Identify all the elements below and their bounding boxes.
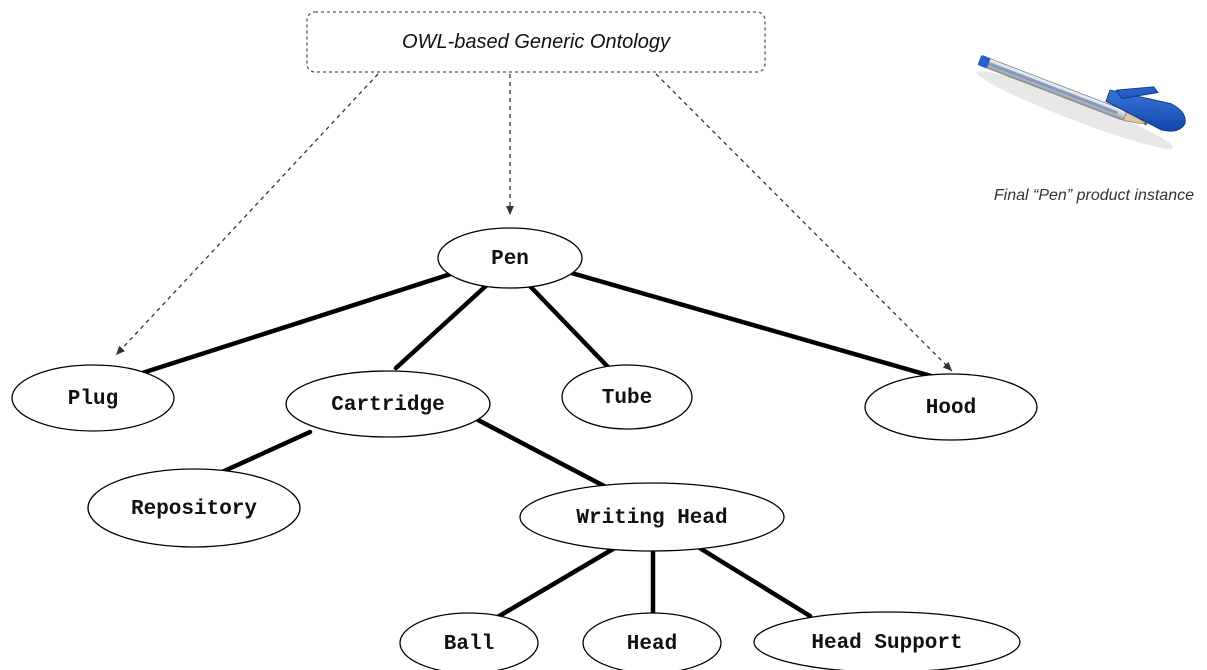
edge-cartridge-repository — [219, 429, 313, 475]
node-hood-label: Hood — [926, 397, 976, 420]
tree-nodes: Pen Plug Cartridge Tube Hood Repository … — [11, 227, 1038, 670]
node-hood: Hood — [864, 373, 1038, 441]
ontology-links — [115, 73, 953, 372]
node-writing-head-label: Writing Head — [576, 507, 727, 530]
node-repository: Repository — [87, 468, 301, 548]
pen-photo — [976, 55, 1186, 149]
edge-writing-head-ball — [481, 546, 616, 628]
node-head: Head — [582, 612, 722, 670]
node-pen-label: Pen — [491, 248, 529, 271]
pen-photo-caption: Final “Pen” product instance — [994, 187, 1194, 204]
node-writing-head: Writing Head — [519, 482, 785, 552]
node-head-support: Head Support — [753, 611, 1021, 670]
tree-edges — [133, 268, 948, 628]
node-plug: Plug — [11, 364, 175, 432]
edge-pen-hood — [565, 269, 948, 383]
node-tube-label: Tube — [602, 387, 652, 410]
ontology-link-hood — [655, 73, 953, 372]
node-plug-label: Plug — [68, 388, 118, 411]
node-cartridge-label: Cartridge — [331, 394, 444, 417]
node-tube: Tube — [561, 364, 693, 430]
edge-cartridge-writing-head — [475, 417, 609, 490]
node-ball: Ball — [399, 612, 539, 670]
ontology-link-plug — [115, 73, 379, 356]
node-head-label: Head — [627, 633, 677, 656]
edge-pen-plug — [133, 268, 463, 378]
node-cartridge: Cartridge — [285, 370, 491, 438]
node-pen: Pen — [437, 227, 583, 289]
edge-pen-tube — [525, 281, 611, 370]
edge-writing-head-head-support — [695, 544, 813, 619]
edge-pen-cartridge — [393, 281, 491, 371]
node-repository-label: Repository — [131, 498, 257, 521]
node-ball-label: Ball — [444, 633, 494, 656]
ontology-box: OWL-based Generic Ontology — [306, 11, 766, 73]
ontology-title: OWL-based Generic Ontology — [402, 31, 671, 53]
node-head-support-label: Head Support — [811, 632, 962, 655]
ontology-box-frame — [306, 11, 766, 73]
